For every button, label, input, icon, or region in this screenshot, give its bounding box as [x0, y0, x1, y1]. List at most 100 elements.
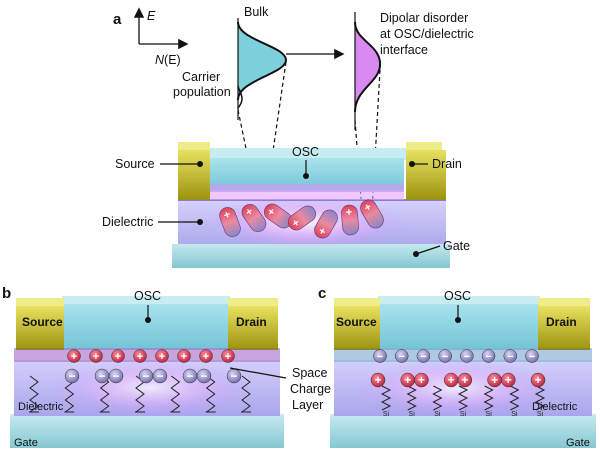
- axis-energy-label: E: [147, 9, 156, 23]
- chain: [99, 375, 110, 413]
- gate-c: [330, 414, 596, 448]
- dipole-plus-sign: +: [316, 226, 330, 238]
- chain: [432, 385, 443, 411]
- osc-label-a: OSC: [292, 145, 319, 159]
- charge-bottom-sign: −: [68, 369, 75, 383]
- charge-top-sign: +: [225, 351, 231, 363]
- charge-bottom: +: [414, 372, 429, 388]
- charge-top: +: [67, 349, 81, 363]
- charge-bottom: −: [152, 368, 168, 384]
- charge-bottom-sign: −: [142, 369, 149, 383]
- panel-a: a E N(E) Bulk Carrier population Dipolar…: [102, 5, 474, 268]
- osc-b: [14, 296, 280, 362]
- dipole: +: [287, 205, 317, 231]
- source-label-c: Source: [336, 315, 377, 329]
- dipole-plus-sign: +: [342, 208, 355, 215]
- carrier-label-line2: population: [173, 85, 231, 99]
- charge-top: −: [460, 349, 474, 363]
- charge-bottom-sign: −: [112, 369, 119, 383]
- bulk-label: Bulk: [244, 5, 269, 19]
- source-label-b: Source: [22, 315, 63, 329]
- dot-gate-a: [413, 251, 419, 257]
- chain: [457, 385, 469, 411]
- dipolar-label-line3: interface: [380, 43, 428, 57]
- chain: [241, 375, 251, 413]
- charge-top: +: [221, 349, 235, 363]
- charge-bottom-sign: −: [156, 369, 163, 383]
- charge-top: +: [199, 349, 213, 363]
- source-electrode-c: [334, 298, 380, 350]
- charge-bottom-sign: +: [461, 373, 468, 387]
- charge-top: +: [177, 349, 191, 363]
- projection-lines: [237, 61, 381, 213]
- silicon-anchor: Si: [486, 411, 493, 418]
- dipole-plus-sign: +: [220, 210, 233, 220]
- space-charge-layer-c: −+−+−+−+−+−+−+−+: [370, 349, 546, 388]
- silicon-anchor: Si: [511, 411, 518, 418]
- charge-bottom: −: [108, 368, 124, 384]
- axis-dos-label: N(E): [155, 53, 181, 67]
- silicon-anchor: Si: [460, 411, 467, 418]
- dipole-plus-sign: +: [360, 202, 374, 214]
- dipole: +: [219, 207, 241, 237]
- drain-electrode-c: [538, 298, 590, 350]
- charge-top-sign: −: [442, 351, 448, 363]
- dot-drain-a: [409, 161, 415, 167]
- drain-label-c: Drain: [546, 315, 577, 329]
- space-charge-layer-b: +−+−+−+−+−+−+−+−: [64, 349, 242, 384]
- charge-bottom-sign: +: [448, 373, 455, 387]
- space-charge-line1: Space: [292, 366, 327, 380]
- charge-top: −: [438, 349, 452, 363]
- dielectric-label-b: Dielectric: [18, 401, 64, 413]
- charge-bottom-sign: +: [534, 373, 541, 387]
- source-electrode-a: [178, 142, 210, 200]
- chain: [509, 385, 520, 411]
- dot-source-a: [197, 161, 203, 167]
- charge-top: −: [373, 349, 387, 363]
- charge-top: −: [481, 349, 496, 363]
- drain-electrode-b: [228, 298, 278, 350]
- dipole: +: [314, 209, 338, 239]
- charge-top-sign: +: [159, 351, 165, 363]
- charge-top: +: [111, 349, 125, 363]
- charge-bottom-sign: −: [98, 369, 105, 383]
- drain-label-a: Drain: [432, 157, 462, 171]
- charge-bottom: −: [138, 368, 154, 384]
- charge-top-sign: +: [115, 351, 121, 363]
- dipole: +: [360, 199, 384, 229]
- chain: [406, 385, 417, 411]
- charge-bottom-sign: +: [418, 373, 425, 387]
- dipole: +: [241, 203, 267, 233]
- charge-bottom: −: [94, 368, 110, 384]
- bulk-dos-curve: [237, 18, 288, 120]
- chain: [380, 385, 392, 411]
- source-electrode-b: [16, 298, 64, 350]
- energy-dos-axes: E N(E): [133, 7, 189, 67]
- dipole-group-a: +++++++: [219, 199, 384, 239]
- gate-label-a: Gate: [443, 239, 470, 253]
- dielectric-label-c: Dielectric: [532, 401, 578, 413]
- panel-b: b +−+−+−+−+−+−+−+− OSC Source Drai: [2, 285, 284, 449]
- charge-bottom-sign: +: [374, 373, 381, 387]
- charge-top-sign: −: [377, 351, 383, 363]
- panel-c-letter: c: [318, 285, 326, 302]
- charge-top-sign: +: [203, 351, 209, 363]
- chain: [205, 375, 216, 413]
- charge-bottom: −: [182, 368, 198, 384]
- silicon-anchor: Si: [537, 411, 544, 418]
- charge-top: −: [416, 349, 431, 363]
- charge-bottom: +: [530, 372, 546, 388]
- charge-top-sign: −: [464, 351, 470, 363]
- charge-bottom: −: [64, 368, 80, 384]
- dielectric-a: [178, 196, 446, 248]
- charge-top: −: [525, 349, 539, 363]
- charge-bottom: +: [487, 372, 502, 388]
- dielectric-label-a: Dielectric: [102, 215, 153, 229]
- charge-bottom-sign: −: [186, 369, 193, 383]
- dipolar-label-line2: at OSC/dielectric: [380, 27, 474, 41]
- dot-dielectric-a: [197, 219, 203, 225]
- chain: [534, 385, 546, 411]
- silicon-anchor: Si: [434, 411, 441, 418]
